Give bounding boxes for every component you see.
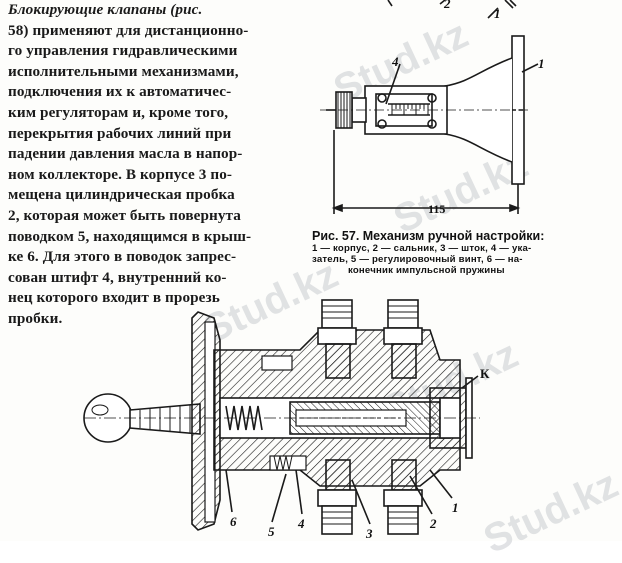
text-line: исполнительными механизмами, [8,62,239,80]
figure-label: 6 [230,514,237,529]
text-line: подключения их к автоматичес- [8,83,232,101]
dimension-label: 115 [428,202,445,216]
text-line: ном коллекторе. В корпусе 3 по- [8,165,233,183]
book-page: Stud.kz Stud.kz Stud.kz Stud.kz Stud.kz … [8,0,622,563]
text-line: 58) применяют для дистанционно- [8,21,249,39]
text-line: го управления гидравлическими [8,42,238,60]
figure-label: 2 [443,0,451,11]
figure-57-caption: Рис. 57. Механизм ручной настройки: 1 — … [312,229,618,276]
text-line: падении давления масла в напор- [8,145,243,163]
text-line: ке 6. Для этого в поводок запрес- [8,248,237,266]
text-line: пробки. [8,309,63,327]
figure-label: 1 [494,6,501,21]
figure-58-drawing: К 6 5 4 3 2 1 [83,299,490,541]
text-line: ким регуляторам и, кроме того, [8,103,229,121]
caption-line: затель, 5 — регулировочный винт, 6 — на- [312,254,523,265]
caption-line: конечник импульсной пружины [348,265,505,276]
text-line: Блокирующие клапаны (рис. [8,1,203,18]
text-line: перекрытия рабочих линий при [8,124,232,142]
text-line: сован штифт 4, внутренний ко- [8,268,227,286]
caption-title: Рис. 57. Механизм ручной настройки: [312,229,545,243]
text-line: мещена цилиндрическая пробка [8,186,235,204]
body-text: Блокирующие клапаны (рис. 58) применяют … [8,0,308,330]
figure-label: К [480,366,490,381]
caption-line: 1 — корпус, 2 — сальник, 3 — шток, 4 — у… [312,243,532,254]
figure-label: 1 [538,56,545,71]
figure-57-drawing: 115 4 1 1 2 [320,0,545,216]
figure-label: 3 [365,526,373,541]
figure-label: 5 [268,524,275,539]
text-line: нец которого входит в прорезь [8,289,220,307]
text-line: поводком 5, находящимся в крыш- [8,227,252,245]
figure-label: 4 [297,516,305,531]
figure-label: 4 [391,54,399,69]
figure-label: 2 [429,516,437,531]
figure-label: 1 [452,500,459,515]
text-line: 2, которая может быть повернута [8,206,241,224]
